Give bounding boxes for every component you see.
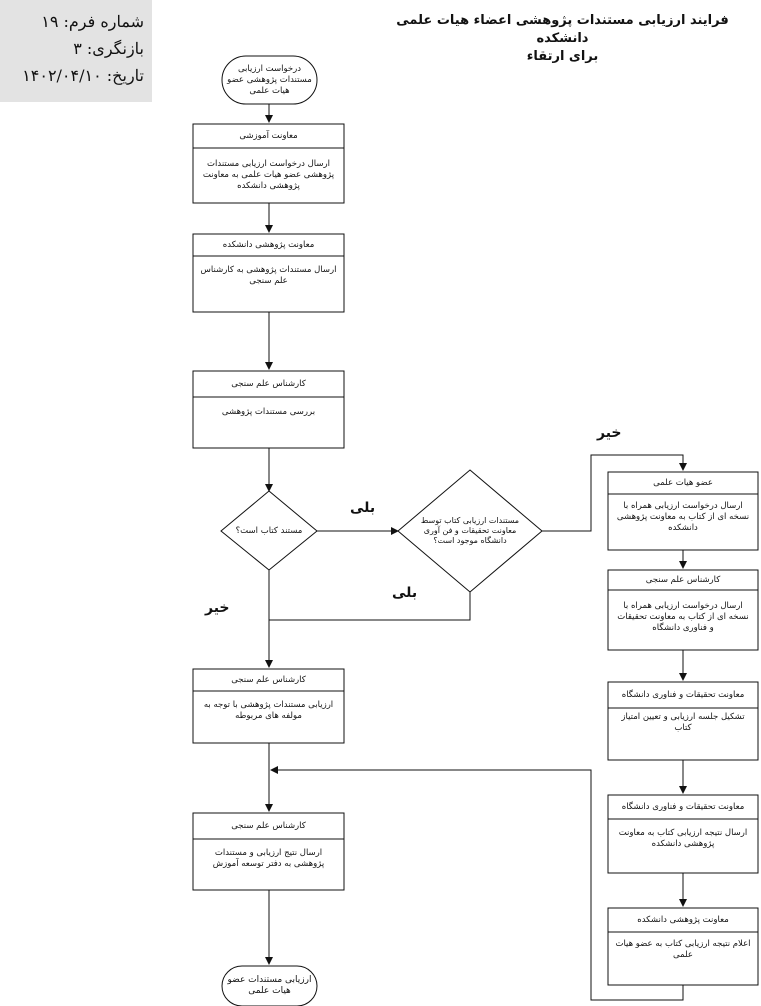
label-yes-d1: بلی: [350, 500, 376, 516]
page-title: فرایند ارزیابی مستندات پژوهشی اعضاء هیات…: [390, 12, 735, 66]
b1-body: ارسال درخواست ارزیابی مستندات پژوهشی عضو…: [202, 159, 335, 191]
box-b1: [192, 123, 345, 204]
r1-body: ارسال درخواست ارزیابی همراه با نسخه ای ا…: [616, 500, 750, 533]
form-revision: بازنگری: ۳: [73, 39, 144, 58]
b1-header: معاونت آموزشی: [239, 130, 298, 141]
box-r4: [607, 794, 759, 874]
box-r5: [607, 907, 759, 986]
title-line-2: برای ارتقاء: [526, 49, 599, 64]
box-r2: [607, 569, 759, 651]
end-terminator: [221, 965, 318, 1006]
box-r1: [607, 471, 759, 551]
b2-body: ارسال مستندات پژوهشی به کارشناس علم سنجی: [200, 265, 337, 286]
r2-header: کارشناس علم سنجی: [645, 574, 721, 585]
form-number: شماره فرم: ۱۹: [41, 12, 144, 31]
b4-body: ارزیابی مستندات پژوهشی با توجه به مولفه …: [203, 700, 334, 721]
box-b3: [192, 370, 345, 449]
form-date: تاریخ: ۱۴۰۲/۰۴/۱۰: [22, 66, 144, 85]
r1-header: عضو هیات علمی: [653, 477, 713, 488]
connector-d2-b4-yes: [269, 592, 471, 621]
end-node-text: ارزیابی مستندات عضو هیات علمی: [227, 975, 312, 996]
r4-body: ارسال نتیجه ارزیابی کتاب به معاونت پژوهش…: [618, 828, 748, 849]
r5-body: اعلام نتیجه ارزیابی کتاب به عضو هیات علم…: [615, 939, 751, 960]
box-b4: [192, 668, 345, 744]
connector-d2-r1-no: [542, 454, 687, 532]
start-terminator: [221, 55, 318, 105]
decision-d1-text: مستند کتاب است؟: [235, 525, 303, 536]
decision-d1: [220, 490, 318, 571]
r5-header: معاونت پژوهشی دانشکده: [637, 914, 729, 925]
b5-header: کارشناس علم سنجی: [231, 820, 306, 831]
label-yes-d2: بلی: [392, 585, 418, 601]
r3-body: تشکیل جلسه ارزیابی و تعیین امتیاز کتاب: [621, 712, 745, 733]
label-no-d2: خیر: [597, 425, 622, 441]
r3-header: معاونت تحقیقات و فناوری دانشگاه: [621, 689, 745, 700]
start-node-text: درخواست ارزیابی مستندات پژوهشی عضو هیات …: [227, 63, 312, 96]
decision-d2-text: مستندات ارزیابی کتاب توسط معاونت تحقیقات…: [420, 516, 520, 545]
r4-header: معاونت تحقیقات و فناوری دانشگاه: [621, 801, 745, 812]
b2-header: معاونت پژوهشی دانشکده: [222, 239, 315, 250]
b3-header: کارشناس علم سنجی: [231, 378, 306, 389]
label-no-d1: خیر: [205, 600, 230, 616]
box-b2: [192, 233, 345, 313]
title-line-1: فرایند ارزیابی مستندات پژوهشی اعضاء هیات…: [396, 13, 729, 46]
form-info-block: شماره فرم: ۱۹ بازنگری: ۳ تاریخ: ۱۴۰۲/۰۴/…: [0, 0, 152, 102]
b3-body: بررسی مستندات پژوهشی: [221, 406, 316, 417]
connector-r5-main: [270, 766, 684, 1001]
r2-body: ارسال درخواست ارزیابی همراه با نسخه ای ا…: [617, 600, 749, 633]
decision-d2: [397, 469, 543, 593]
box-b5: [192, 812, 345, 891]
b4-header: کارشناس علم سنجی: [231, 674, 306, 685]
b5-body: ارسال نتیج ارزیابی و مستندات پژوهشی به د…: [212, 848, 325, 869]
box-r3: [607, 681, 759, 761]
